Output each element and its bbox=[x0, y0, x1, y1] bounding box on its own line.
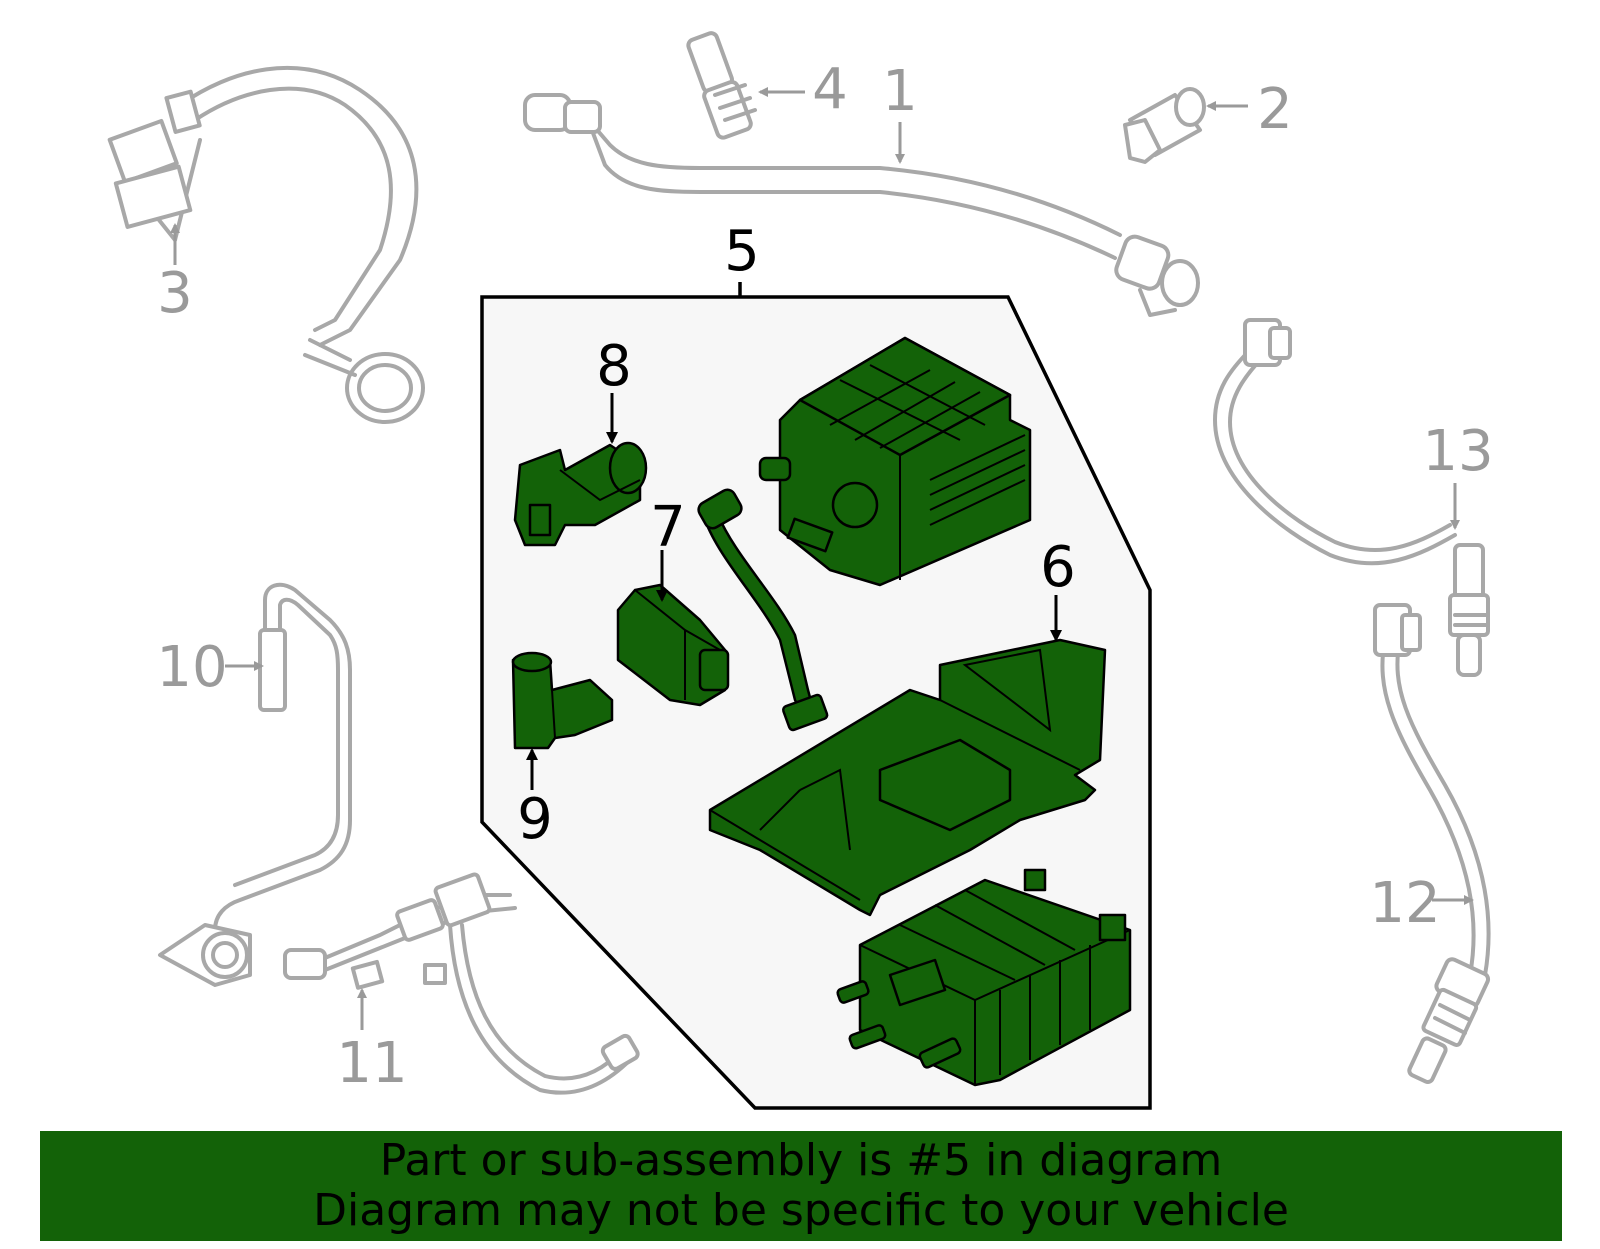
connector-part-2 bbox=[1123, 87, 1206, 164]
callout-10: 10 bbox=[156, 635, 227, 700]
canister-housing bbox=[758, 336, 1032, 587]
callout-9: 9 bbox=[517, 787, 553, 852]
callout-2: 2 bbox=[1257, 77, 1293, 142]
callout-6: 6 bbox=[1040, 535, 1076, 600]
fitting-part-4 bbox=[686, 31, 757, 140]
hose-part-1 bbox=[523, 93, 1200, 317]
callout-8: 8 bbox=[596, 334, 632, 399]
callout-11: 11 bbox=[336, 1031, 407, 1096]
module-part-7 bbox=[616, 583, 730, 707]
callout-5: 5 bbox=[724, 219, 760, 284]
bracket-part-6 bbox=[708, 638, 1107, 917]
banner-line-2: Diagram may not be specific to your vehi… bbox=[313, 1185, 1289, 1236]
charcoal-canister bbox=[836, 868, 1132, 1087]
fitting-part-9 bbox=[511, 651, 614, 750]
callout-12: 12 bbox=[1369, 871, 1440, 936]
harness-part-11 bbox=[283, 872, 640, 1095]
sensor-part-12 bbox=[1373, 603, 1491, 1084]
callout-3: 3 bbox=[157, 261, 193, 326]
valve-part-8 bbox=[513, 441, 648, 547]
info-banner: Part or sub-assembly is #5 in diagram Di… bbox=[40, 1131, 1562, 1241]
banner-line-1: Part or sub-assembly is #5 in diagram bbox=[379, 1135, 1223, 1186]
callout-1: 1 bbox=[882, 59, 918, 124]
pipe-part-10 bbox=[158, 582, 352, 987]
callout-13: 13 bbox=[1422, 419, 1493, 484]
hose-part-3 bbox=[107, 65, 425, 424]
callout-7: 7 bbox=[650, 495, 686, 560]
vent-hose bbox=[697, 488, 829, 732]
callout-4: 4 bbox=[812, 57, 848, 122]
sensor-part-13 bbox=[1213, 318, 1490, 677]
